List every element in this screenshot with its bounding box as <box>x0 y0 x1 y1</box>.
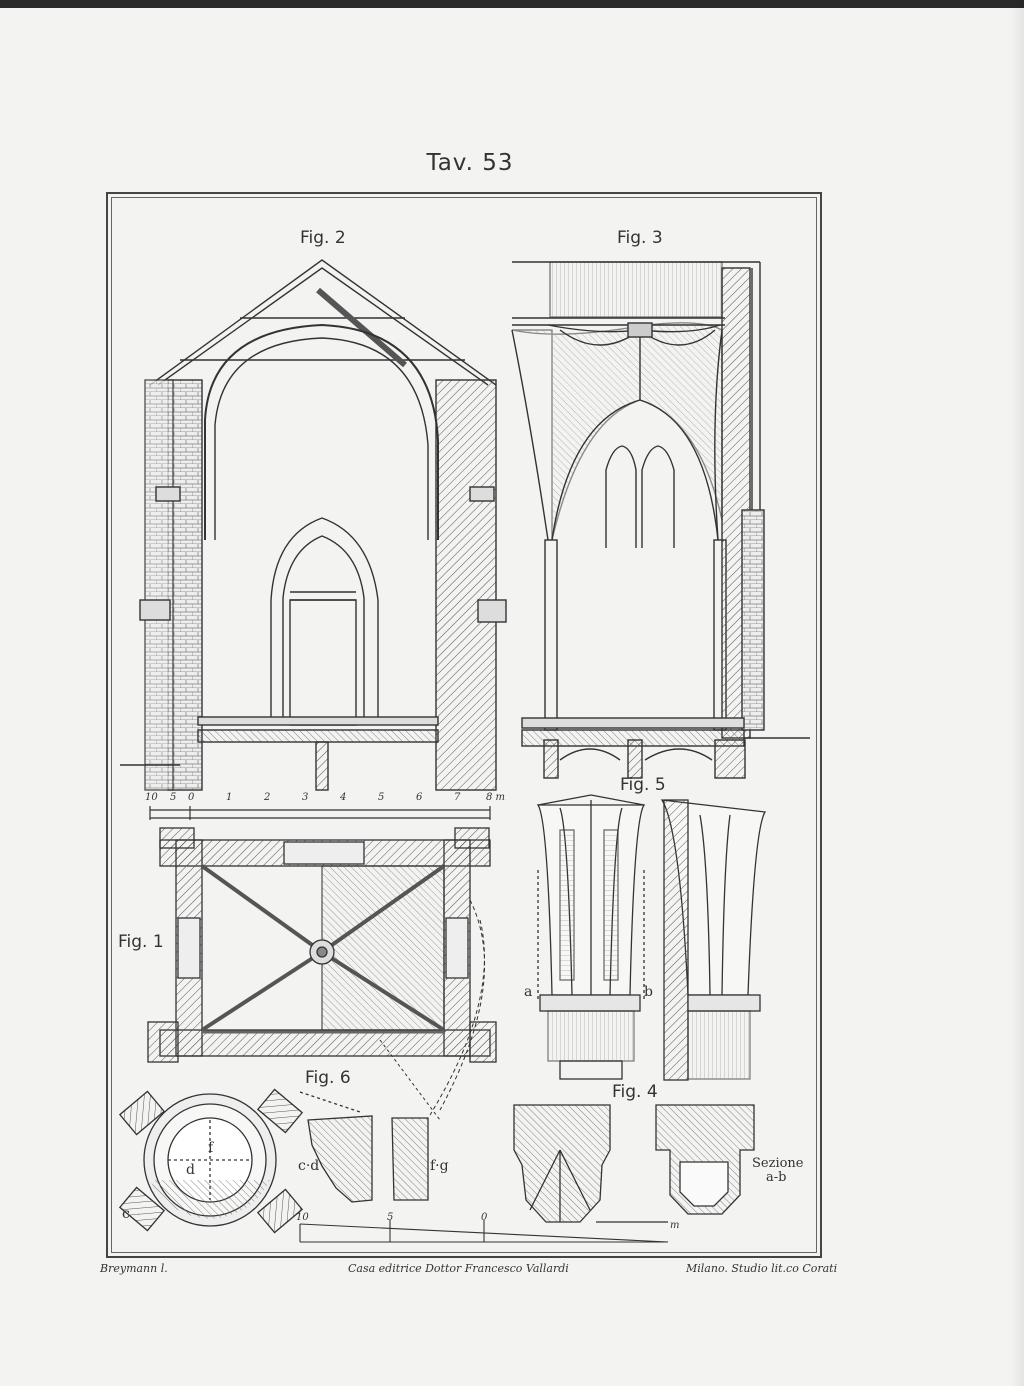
label-fg: f·g <box>430 1158 449 1174</box>
credit-draftsman: Breymann l. <box>100 1262 168 1275</box>
label-c: c <box>122 1206 130 1222</box>
fig3-label: Fig. 3 <box>617 228 663 248</box>
label-b: b <box>644 984 653 1000</box>
scale-tick: 5 <box>378 792 385 803</box>
main-scale-bar <box>149 806 491 820</box>
fig2-section-drawing <box>120 259 507 791</box>
plate-frame-inner <box>111 197 817 1253</box>
small-scale-bar <box>299 1220 669 1243</box>
label-cd: c·d <box>298 1158 320 1174</box>
fig4-capital-plans <box>513 1104 755 1223</box>
scale-tick: 4 <box>340 792 347 803</box>
scale-tick: 7 <box>454 792 461 803</box>
scale-tick: 1 <box>226 792 233 803</box>
scale-tick: 5 <box>170 792 177 803</box>
fig1-label: Fig. 1 <box>118 932 164 952</box>
scale-tick: 3 <box>302 792 309 803</box>
label-f: f <box>208 1140 214 1156</box>
small-scale-tick: 0 <box>481 1212 488 1223</box>
small-scale-tick: 10 <box>296 1212 309 1223</box>
small-scale-unit: m <box>670 1220 680 1231</box>
credit-publisher: Casa editrice Dottor Francesco Vallardi <box>348 1262 569 1275</box>
label-d: d <box>186 1162 195 1178</box>
fig1-plan-drawing <box>147 827 497 1121</box>
scale-tick: 2 <box>264 792 271 803</box>
fig6-base-plans <box>118 1088 429 1234</box>
fig3-section-drawing <box>511 261 810 779</box>
fig4-label: Fig. 4 <box>612 1082 658 1102</box>
fig6-label: Fig. 6 <box>305 1068 351 1088</box>
fig5-pier-drawing <box>536 794 767 1081</box>
label-a: a <box>524 984 533 1000</box>
scale-tick: 0 <box>188 792 195 803</box>
scan-top-edge <box>0 0 1024 8</box>
fig2-label: Fig. 2 <box>300 228 346 248</box>
credit-lithographer: Milano. Studio lit.co Corati <box>686 1262 838 1275</box>
section-label-line2: a-b <box>766 1170 787 1185</box>
small-scale-tick: 5 <box>387 1212 394 1223</box>
scale-tick: 8 m <box>486 792 506 803</box>
scale-tick: 6 <box>416 792 423 803</box>
plate-title: Tav. 53 <box>426 150 514 176</box>
scan-page-shadow <box>1010 0 1024 1386</box>
plate-frame-outer <box>106 192 822 1258</box>
scale-tick: 10 <box>145 792 158 803</box>
fig5-label: Fig. 5 <box>620 775 666 795</box>
section-label-line1: Sezione <box>752 1156 804 1171</box>
